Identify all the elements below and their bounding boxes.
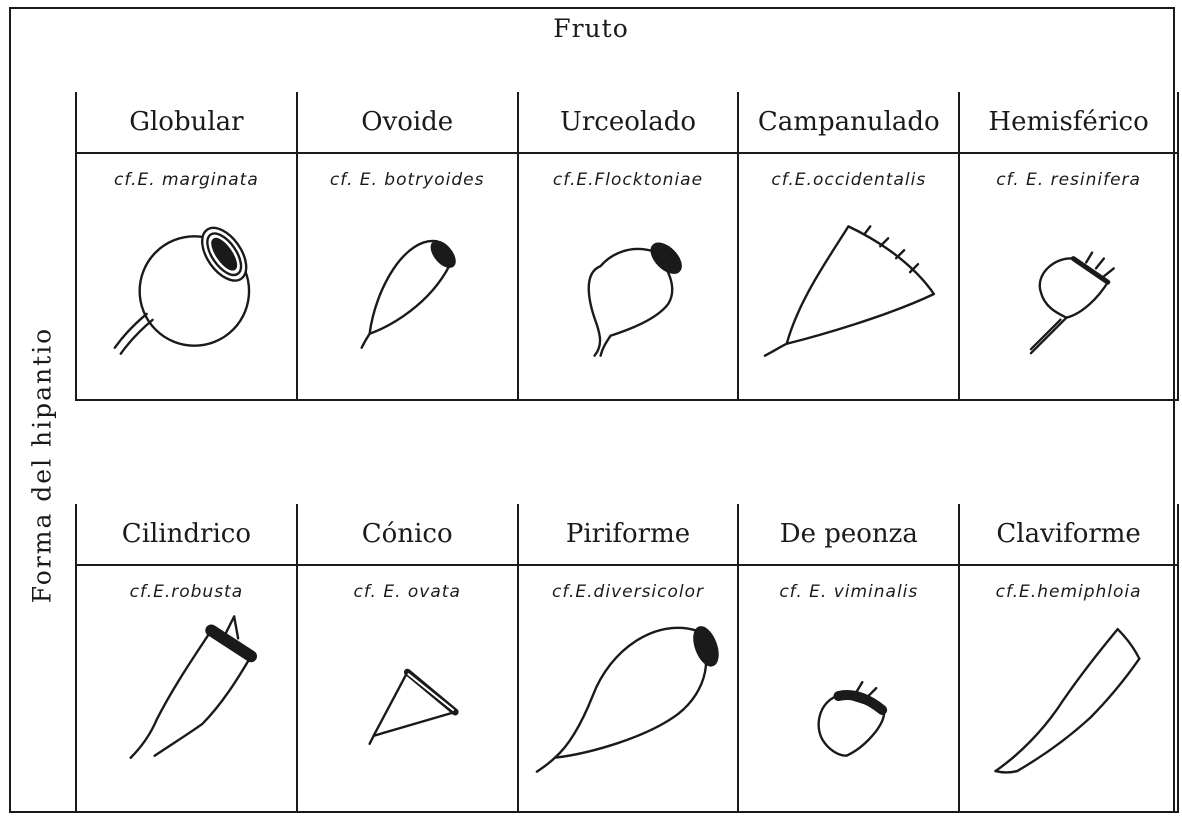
species-label: cf.E.Flocktoniae [552,170,704,190]
hemispherical-fruit-icon [960,196,1177,396]
shape-row-1: Globular cf.E. marginata Ovoide cf. E. b… [75,92,1179,401]
cell-campanulado: Campanulado cf.E.occidentalis [737,92,959,401]
claviform-fruit-icon [960,608,1177,808]
species-label: cf. E. ovata [353,582,461,602]
species-label: cf. E. botryoides [329,170,485,190]
urceolate-fruit-icon [519,196,738,396]
cell-body: cf.E.hemiphloia [960,566,1177,813]
cell-body: cf. E. resinifera [960,154,1177,401]
shape-name: Urceolado [518,92,738,154]
species-label: cf.E.occidentalis [771,170,927,190]
cell-body: cf.E.Flocktoniae [518,154,738,401]
cylindrical-fruit-icon [77,608,296,808]
cell-globular: Globular cf.E. marginata [75,92,296,401]
shape-name: Hemisférico [960,92,1177,154]
cell-body: cf.E.occidentalis [739,154,959,401]
cell-cilindrico: Cilindrico cf.E.robusta [75,504,296,813]
cell-de-peonza: De peonza cf. E. viminalis [737,504,959,813]
shape-name: Globular [77,92,296,154]
cell-urceolado: Urceolado cf.E.Flocktoniae [516,92,738,401]
species-label: cf.E. marginata [114,170,259,190]
shape-row-2: Cilindrico cf.E.robusta Cónico cf. E. ov… [75,504,1179,813]
cell-body: cf. E. botryoides [297,154,517,401]
figure-title: Fruto [553,14,629,43]
cell-conico: Cónico cf. E. ovata [295,504,517,813]
shape-name: Claviforme [960,504,1177,566]
species-label: cf.E.diversicolor [551,582,705,602]
shape-name: Ovoide [297,92,517,154]
cell-body: cf. E. viminalis [739,566,959,813]
conical-fruit-icon [298,608,517,808]
pyriform-fruit-icon [519,608,738,808]
cell-piriforme: Piriforme cf.E.diversicolor [516,504,738,813]
shape-name: Cilindrico [77,504,296,566]
cell-body: cf.E.diversicolor [518,566,738,813]
shape-name: Cónico [297,504,517,566]
cell-claviforme: Claviforme cf.E.hemiphloia [958,504,1179,813]
species-label: cf.E.robusta [129,582,244,602]
campanulate-fruit-icon [739,196,958,396]
species-label: cf. E. viminalis [779,582,919,602]
shape-name: Piriforme [518,504,738,566]
cell-ovoide: Ovoide cf. E. botryoides [295,92,517,401]
cell-body: cf.E. marginata [77,154,296,401]
top-shaped-fruit-icon [739,608,958,808]
species-label: cf.E.hemiphloia [995,582,1142,602]
globular-fruit-icon [77,196,296,396]
species-label: cf. E. resinifera [996,170,1141,190]
cell-body: cf. E. ovata [297,566,517,813]
ovoid-fruit-icon [298,196,517,396]
cell-hemisferico: Hemisférico cf. E. resinifera [958,92,1179,401]
cell-body: cf.E.robusta [77,566,296,813]
side-axis-label: Forma del hipantio [27,326,57,604]
shape-name: Campanulado [739,92,959,154]
shape-name: De peonza [739,504,959,566]
